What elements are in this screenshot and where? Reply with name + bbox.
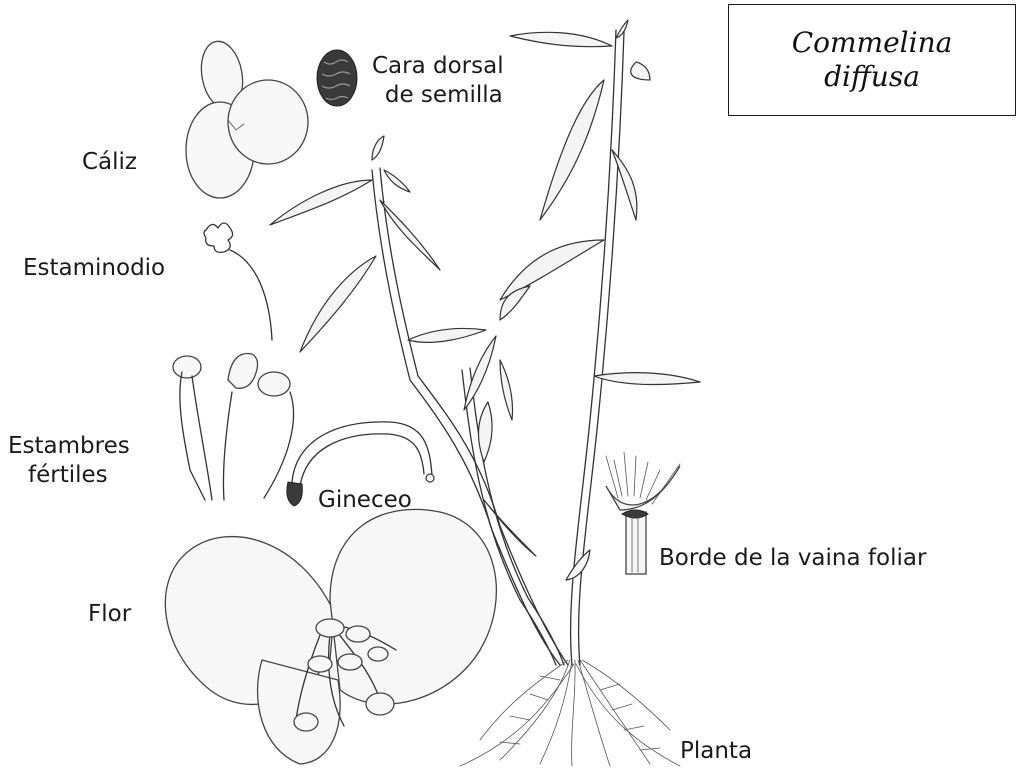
seed-drawing <box>317 50 357 106</box>
species-name-epithet: diffusa <box>824 60 920 94</box>
seed-label-line2: de semilla <box>372 81 504 110</box>
staminode-label: Estaminodio <box>23 254 165 283</box>
calyx-drawing <box>186 38 308 198</box>
stamens-drawing <box>173 354 294 500</box>
species-title-box: Commelina diffusa <box>728 4 1016 116</box>
staminode-drawing <box>204 223 272 340</box>
flower-drawing <box>165 509 496 764</box>
gynoecium-label: Gineceo <box>318 486 412 515</box>
seed-label: Cara dorsal de semilla <box>372 52 504 110</box>
plant-label: Planta <box>680 737 752 766</box>
sheath-label: Borde de la vaina foliar <box>659 544 926 573</box>
stamens-label: Estambres fértiles <box>8 432 130 490</box>
calyx-label: Cáliz <box>82 148 137 177</box>
stamens-label-line2: fértiles <box>8 461 130 490</box>
plant-drawing <box>270 20 700 766</box>
species-name-genus: Commelina <box>792 26 953 60</box>
stamens-label-line1: Estambres <box>8 432 130 461</box>
seed-label-line1: Cara dorsal <box>372 52 504 81</box>
flower-label: Flor <box>88 600 131 629</box>
